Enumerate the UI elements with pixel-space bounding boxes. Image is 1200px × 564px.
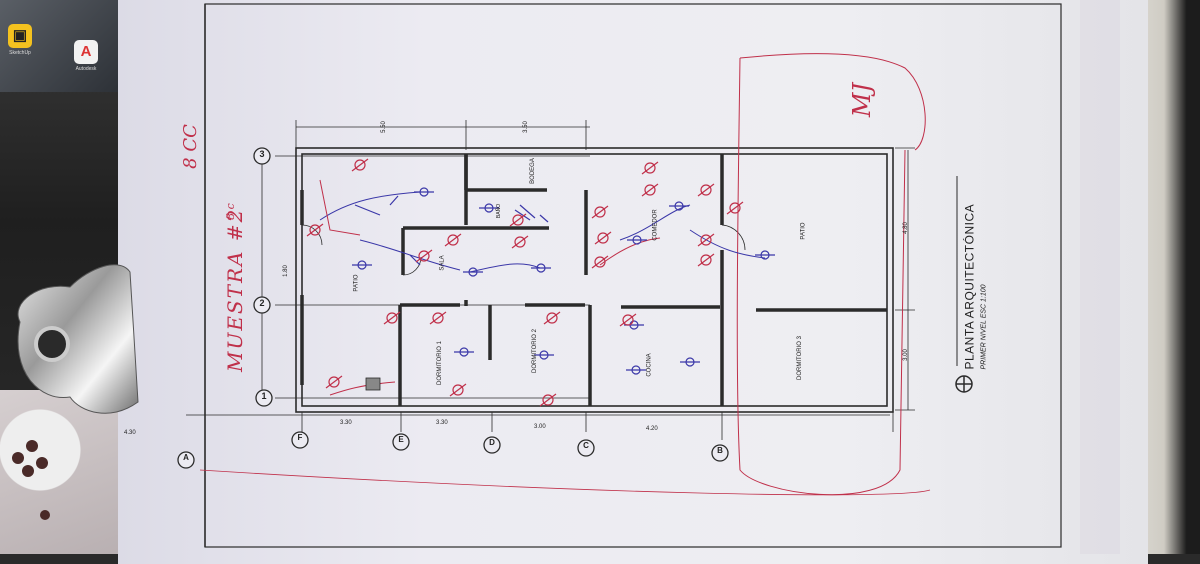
room-label: DORMITORIO 3 xyxy=(796,336,803,380)
dim-left: 3.30 xyxy=(436,420,448,426)
plan-title-block: PLANTA ARQUITECTÓNICA PRIMER NIVEL ESC 1… xyxy=(963,180,988,370)
sketchup-app-icon: ▣ xyxy=(8,24,32,48)
binder-clip xyxy=(17,264,139,414)
dim-left: 3.30 xyxy=(340,420,352,426)
handwritten-scale-small: 8 c xyxy=(223,203,237,220)
grid-row-bubbles xyxy=(177,431,729,469)
grid-row-label: D xyxy=(489,438,495,447)
room-label: SALA xyxy=(439,255,446,271)
plan-title: PLANTA ARQUITECTÓNICA xyxy=(962,203,977,370)
room-label: BAÑO xyxy=(496,203,503,219)
electric-panel-icon xyxy=(365,377,381,391)
room-label: COMEDOR xyxy=(652,209,659,241)
app-caption: Autodesk xyxy=(75,66,97,72)
grid-col-label: 1 xyxy=(261,391,267,401)
dim-300: 3.00 xyxy=(902,349,909,361)
room-label: DORMITORIO 2 xyxy=(531,329,538,373)
blue-sketch-marks xyxy=(354,195,549,266)
door-swings xyxy=(301,224,746,276)
dim-180: 1.80 xyxy=(282,265,289,277)
grid-lines xyxy=(186,120,915,440)
hand-drawn-boundary xyxy=(736,53,926,496)
grid-row-label: B xyxy=(717,446,723,455)
room-label: PATIO xyxy=(353,274,360,292)
app-caption: SketchUp xyxy=(9,50,31,56)
red-wiring xyxy=(319,179,661,396)
dim-left: 4.30 xyxy=(124,430,136,436)
grid-row-label: F xyxy=(297,433,303,442)
grid-row-label: A xyxy=(183,453,189,462)
exterior-walls xyxy=(295,147,894,413)
dim-left: 3.00 xyxy=(534,424,546,430)
light-fixture-icons xyxy=(352,187,775,375)
grid-col-label: 3 xyxy=(259,149,265,159)
dim-top: 5.50 xyxy=(380,121,387,133)
handwritten-scale: 8 CC xyxy=(179,124,201,169)
plan-subtitle: PRIMER NIVEL ESC 1:100 xyxy=(980,284,988,370)
grid-row-label: E xyxy=(398,435,404,444)
background-monitor: ▣ SketchUp A Autodesk xyxy=(0,0,128,92)
room-label: BODEGA xyxy=(529,158,536,184)
room-label: COCINA xyxy=(646,353,653,377)
grid-col-label: 2 xyxy=(259,298,265,308)
dim-top: 3.50 xyxy=(522,121,529,133)
electrical-wiring xyxy=(319,191,766,273)
floor-plan-sheet xyxy=(118,0,1148,564)
handwritten-initials: MJ xyxy=(848,82,877,118)
grid-row-label: C xyxy=(583,441,589,450)
room-label: DORMITORIO 1 xyxy=(436,341,443,385)
autodesk-app-icon: A xyxy=(74,40,98,64)
red-outlet-marks xyxy=(306,158,744,407)
grid-column-bubbles xyxy=(253,147,273,407)
room-label: PATIO xyxy=(800,222,807,240)
dim-480: 4.80 xyxy=(902,222,909,234)
handwritten-title: MUESTRA #2 xyxy=(223,207,247,372)
dim-left: 4.20 xyxy=(646,426,658,432)
